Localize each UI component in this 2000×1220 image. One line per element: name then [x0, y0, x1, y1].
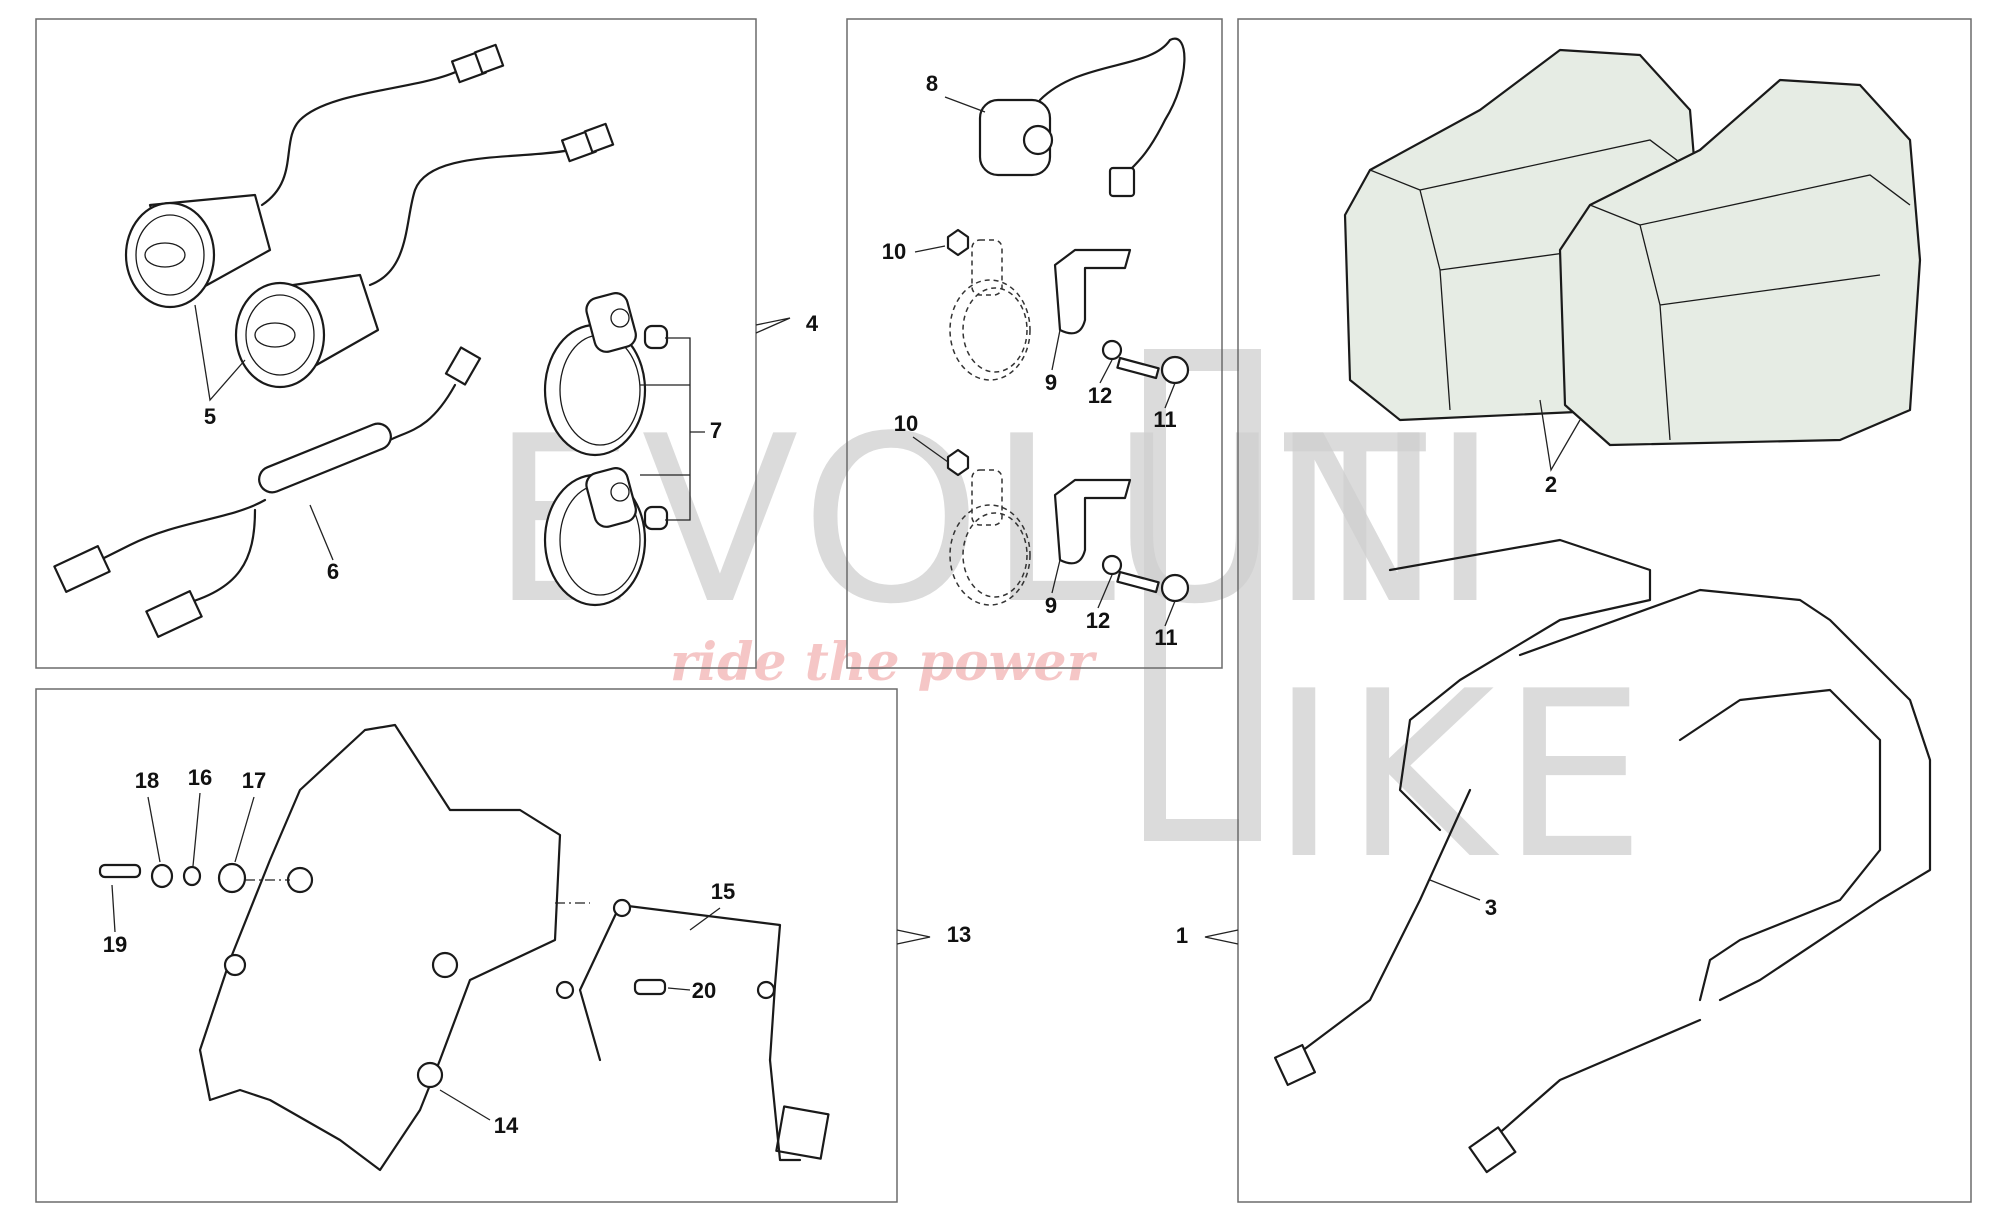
panel-heated-grips: [846, 18, 1223, 669]
leader-7: [640, 337, 705, 521]
leaders-grips: [912, 96, 1176, 627]
leader-5: [194, 304, 246, 402]
switch-8: [978, 37, 1186, 198]
leader-6: [309, 504, 334, 561]
bracket-13: [896, 929, 931, 945]
callout-10-upper: 10: [882, 239, 906, 264]
callout-7: 7: [710, 418, 722, 443]
watermark-tagline: ride the power: [670, 632, 1098, 693]
callout-9-upper: 9: [1045, 370, 1057, 395]
callout-11-lower: 11: [1154, 625, 1177, 650]
callout-15: 15: [711, 879, 735, 904]
heated-grip-mount-lower: [946, 448, 1190, 606]
wiring-harness-6: [53, 346, 482, 638]
callout-3: 3: [1485, 895, 1497, 920]
bracket-1: [1204, 929, 1239, 945]
watermark-brand-ike: IKE: [1270, 643, 1652, 910]
screw-set-16-19: [98, 862, 290, 894]
callout-13: 13: [947, 922, 971, 947]
callout-12-lower: 12: [1086, 608, 1110, 633]
callout-11-upper: 11: [1153, 407, 1176, 432]
watermark: EVOLUTI N IKE ride the power: [490, 349, 1652, 910]
panel-headlights: [35, 18, 757, 669]
callout-9-lower: 9: [1045, 593, 1057, 618]
callout-1: 1: [1176, 923, 1188, 948]
clamp-7: [543, 292, 669, 607]
callout-2: 2: [1545, 472, 1557, 497]
callout-17: 17: [242, 768, 266, 793]
auxiliary-light-5: [124, 43, 505, 309]
panel-windscreen: [35, 688, 898, 1203]
leader-2: [1539, 399, 1581, 472]
callouts: 1 2 3 4 5 6 7 8 9 9 10 10 11 11 12 12 13…: [103, 71, 1557, 1138]
windscreen-bracket-15: [555, 898, 830, 1162]
callout-10-lower: 10: [894, 411, 918, 436]
panel-panniers: [1237, 18, 1972, 1203]
callout-18: 18: [135, 768, 159, 793]
watermark-brand-n: N: [1270, 388, 1448, 655]
pannier-case-2-right: [1558, 78, 1922, 447]
watermark-o-shape: [1144, 349, 1261, 841]
callout-6: 6: [327, 559, 339, 584]
auxiliary-light-5b: [234, 122, 615, 389]
callout-16: 16: [188, 765, 212, 790]
leader-3: [1429, 879, 1481, 901]
callout-5: 5: [204, 404, 216, 429]
callout-20: 20: [692, 978, 716, 1003]
callout-19: 19: [103, 932, 127, 957]
callout-4: 4: [806, 311, 819, 336]
callout-8: 8: [926, 71, 938, 96]
bracket-4: [755, 317, 791, 334]
leaders-windscreen: [111, 792, 721, 1121]
callout-12-upper: 12: [1088, 383, 1112, 408]
pannier-frame-3: [1273, 538, 1932, 1174]
callout-14: 14: [494, 1113, 519, 1138]
